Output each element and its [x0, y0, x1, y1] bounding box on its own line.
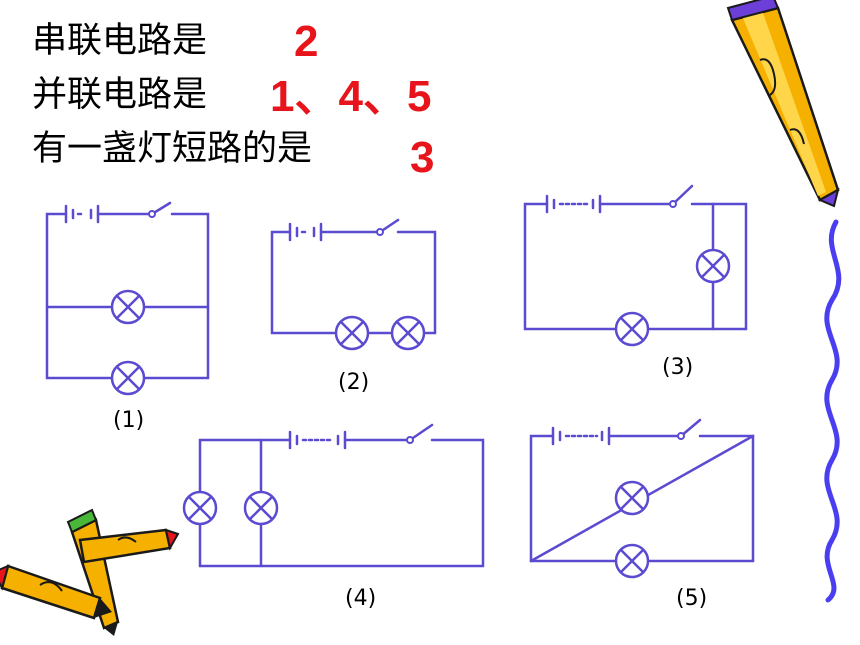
lamp-icon — [334, 315, 370, 351]
wavy-border-decoration — [824, 219, 842, 603]
caption-circuit-1: (1) — [113, 408, 145, 433]
lamp-icon — [614, 480, 650, 516]
lamp-icon — [182, 490, 218, 526]
circuit-3 — [523, 184, 748, 331]
caption-circuit-5: (5) — [676, 586, 708, 611]
lamp-icon — [695, 248, 731, 284]
answer-parallel: 1、4、5 — [270, 72, 432, 121]
question-parallel: 并联电路是 — [32, 75, 208, 115]
lamp-icon — [614, 543, 650, 579]
lamp-icon — [110, 360, 146, 396]
caption-circuit-2: (2) — [338, 370, 370, 395]
lamp-icon — [110, 289, 146, 325]
question-short-circuit: 有一盏灯短路的是 — [32, 129, 313, 169]
pencil-icon — [726, 0, 840, 208]
caption-circuit-3: (3) — [662, 355, 694, 380]
answer-short-circuit: 3 — [410, 133, 435, 182]
answer-series: 2 — [294, 17, 319, 66]
circuit-4 — [198, 423, 485, 568]
crossed-pencils-icon — [0, 508, 180, 636]
question-series: 串联电路是 — [32, 21, 208, 61]
circuit-2 — [270, 218, 437, 335]
lamp-icon — [390, 315, 426, 351]
lamp-icon — [243, 490, 279, 526]
caption-circuit-4: (4) — [345, 586, 377, 611]
lamp-icon — [614, 311, 650, 347]
